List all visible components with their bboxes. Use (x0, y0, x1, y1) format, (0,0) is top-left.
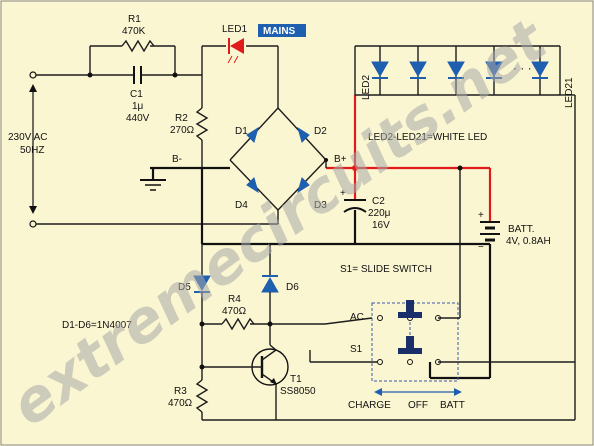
switch-charge-label: CHARGE (348, 400, 391, 411)
d3-diode (297, 177, 310, 194)
bridge-rectifier: D1 D2 D4 D3 (202, 107, 327, 225)
switch-batt-label: BATT (440, 400, 465, 411)
white-led-note: LED2-LED21=WHITE LED (368, 132, 487, 143)
d1-label: D1 (235, 126, 248, 137)
led-column (371, 46, 389, 95)
led-column (531, 46, 549, 95)
led-column (447, 46, 465, 95)
ac-input: 230V AC 50HZ (8, 71, 202, 228)
t1-label: T1 (290, 374, 302, 385)
d1-diode (246, 126, 259, 143)
ac-frequency-label: 50HZ (20, 145, 44, 156)
switch-off-label: OFF (408, 400, 428, 411)
mains-badge-text: MAINS (263, 26, 296, 37)
c1-label: C1 (130, 89, 143, 100)
d6-diode (261, 276, 279, 293)
b-minus-label: B- (172, 154, 182, 165)
led21 (531, 61, 549, 78)
diodes-note: D1-D6=1N4007 (62, 320, 132, 331)
negative-rail: B- (140, 154, 492, 380)
d2-label: D2 (314, 126, 327, 137)
r4-resistor (221, 317, 255, 331)
led1-label: LED1 (222, 24, 247, 35)
switch-blade-top (398, 312, 422, 318)
switch-ac-label: AC (350, 312, 364, 323)
r4-label: R4 (228, 294, 241, 305)
led2 (371, 61, 389, 78)
c1-value-1: 1μ (132, 101, 144, 112)
r1-resistor (121, 39, 155, 53)
switch-s1-label: S1 (350, 344, 363, 355)
led2-label: LED2 (361, 75, 372, 100)
r2-value: 270Ω (170, 125, 195, 136)
c2-plus: + (340, 188, 346, 199)
d2-diode (297, 126, 310, 143)
r3-resistor (195, 379, 209, 413)
r1-label: R1 (128, 14, 141, 25)
d3-label: D3 (314, 200, 327, 211)
switch-housing (371, 302, 459, 382)
positive-rail: B+ (324, 95, 492, 318)
ac-terminal-top (29, 71, 37, 79)
led-column (485, 46, 503, 95)
battery: + − BATT. 4V, 0.8AH (478, 210, 551, 253)
led21-label: LED21 (564, 77, 575, 108)
switch-description: S1= SLIDE SWITCH (340, 264, 432, 275)
d4-label: D4 (235, 200, 248, 211)
battery-value: 4V, 0.8AH (506, 236, 551, 247)
r4-value: 470Ω (222, 306, 247, 317)
led-column (409, 46, 427, 95)
d6-label: D6 (286, 282, 299, 293)
c1-value-2: 440V (126, 113, 150, 124)
c2-value-1: 220μ (368, 208, 391, 219)
c2-capacitor: + C2 220μ 16V (340, 188, 391, 231)
d4-diode (246, 177, 259, 194)
led-ellipsis: · · · (513, 61, 532, 75)
led1-triangle (230, 38, 244, 54)
charging-indicator-circuit: D5 D6 R4 470Ω D1-D6=1N4007 T1 SS8050 R3 … (62, 244, 575, 421)
led1: LED1 MAINS (201, 24, 306, 108)
battery-plus: + (478, 210, 484, 221)
r3-value: 470Ω (168, 398, 193, 409)
battery-minus: − (478, 242, 484, 253)
c2-value-2: 16V (372, 220, 390, 231)
r3-label: R3 (174, 386, 187, 397)
slide-switch: AC S1 CHARGE OFF BATT (309, 300, 575, 411)
white-led-array: · · · LED2 LED21 LED2-LED21=WHITE LED (354, 45, 576, 420)
r1-value: 470K (122, 26, 146, 37)
c2-label: C2 (372, 196, 385, 207)
battery-label: BATT. (508, 224, 534, 235)
d5-label: D5 (178, 282, 191, 293)
ac-voltage-label: 230V AC (8, 132, 47, 143)
d5-diode (193, 275, 211, 292)
r2-label: R2 (175, 113, 188, 124)
ac-terminal-bottom (29, 220, 37, 228)
r1-c1-network: R1 470K C1 1μ 440V (87, 14, 202, 124)
t1-value: SS8050 (280, 386, 316, 397)
mains-badge (258, 24, 306, 37)
switch-blade-bottom (398, 348, 422, 354)
b-plus-label: B+ (334, 154, 347, 165)
